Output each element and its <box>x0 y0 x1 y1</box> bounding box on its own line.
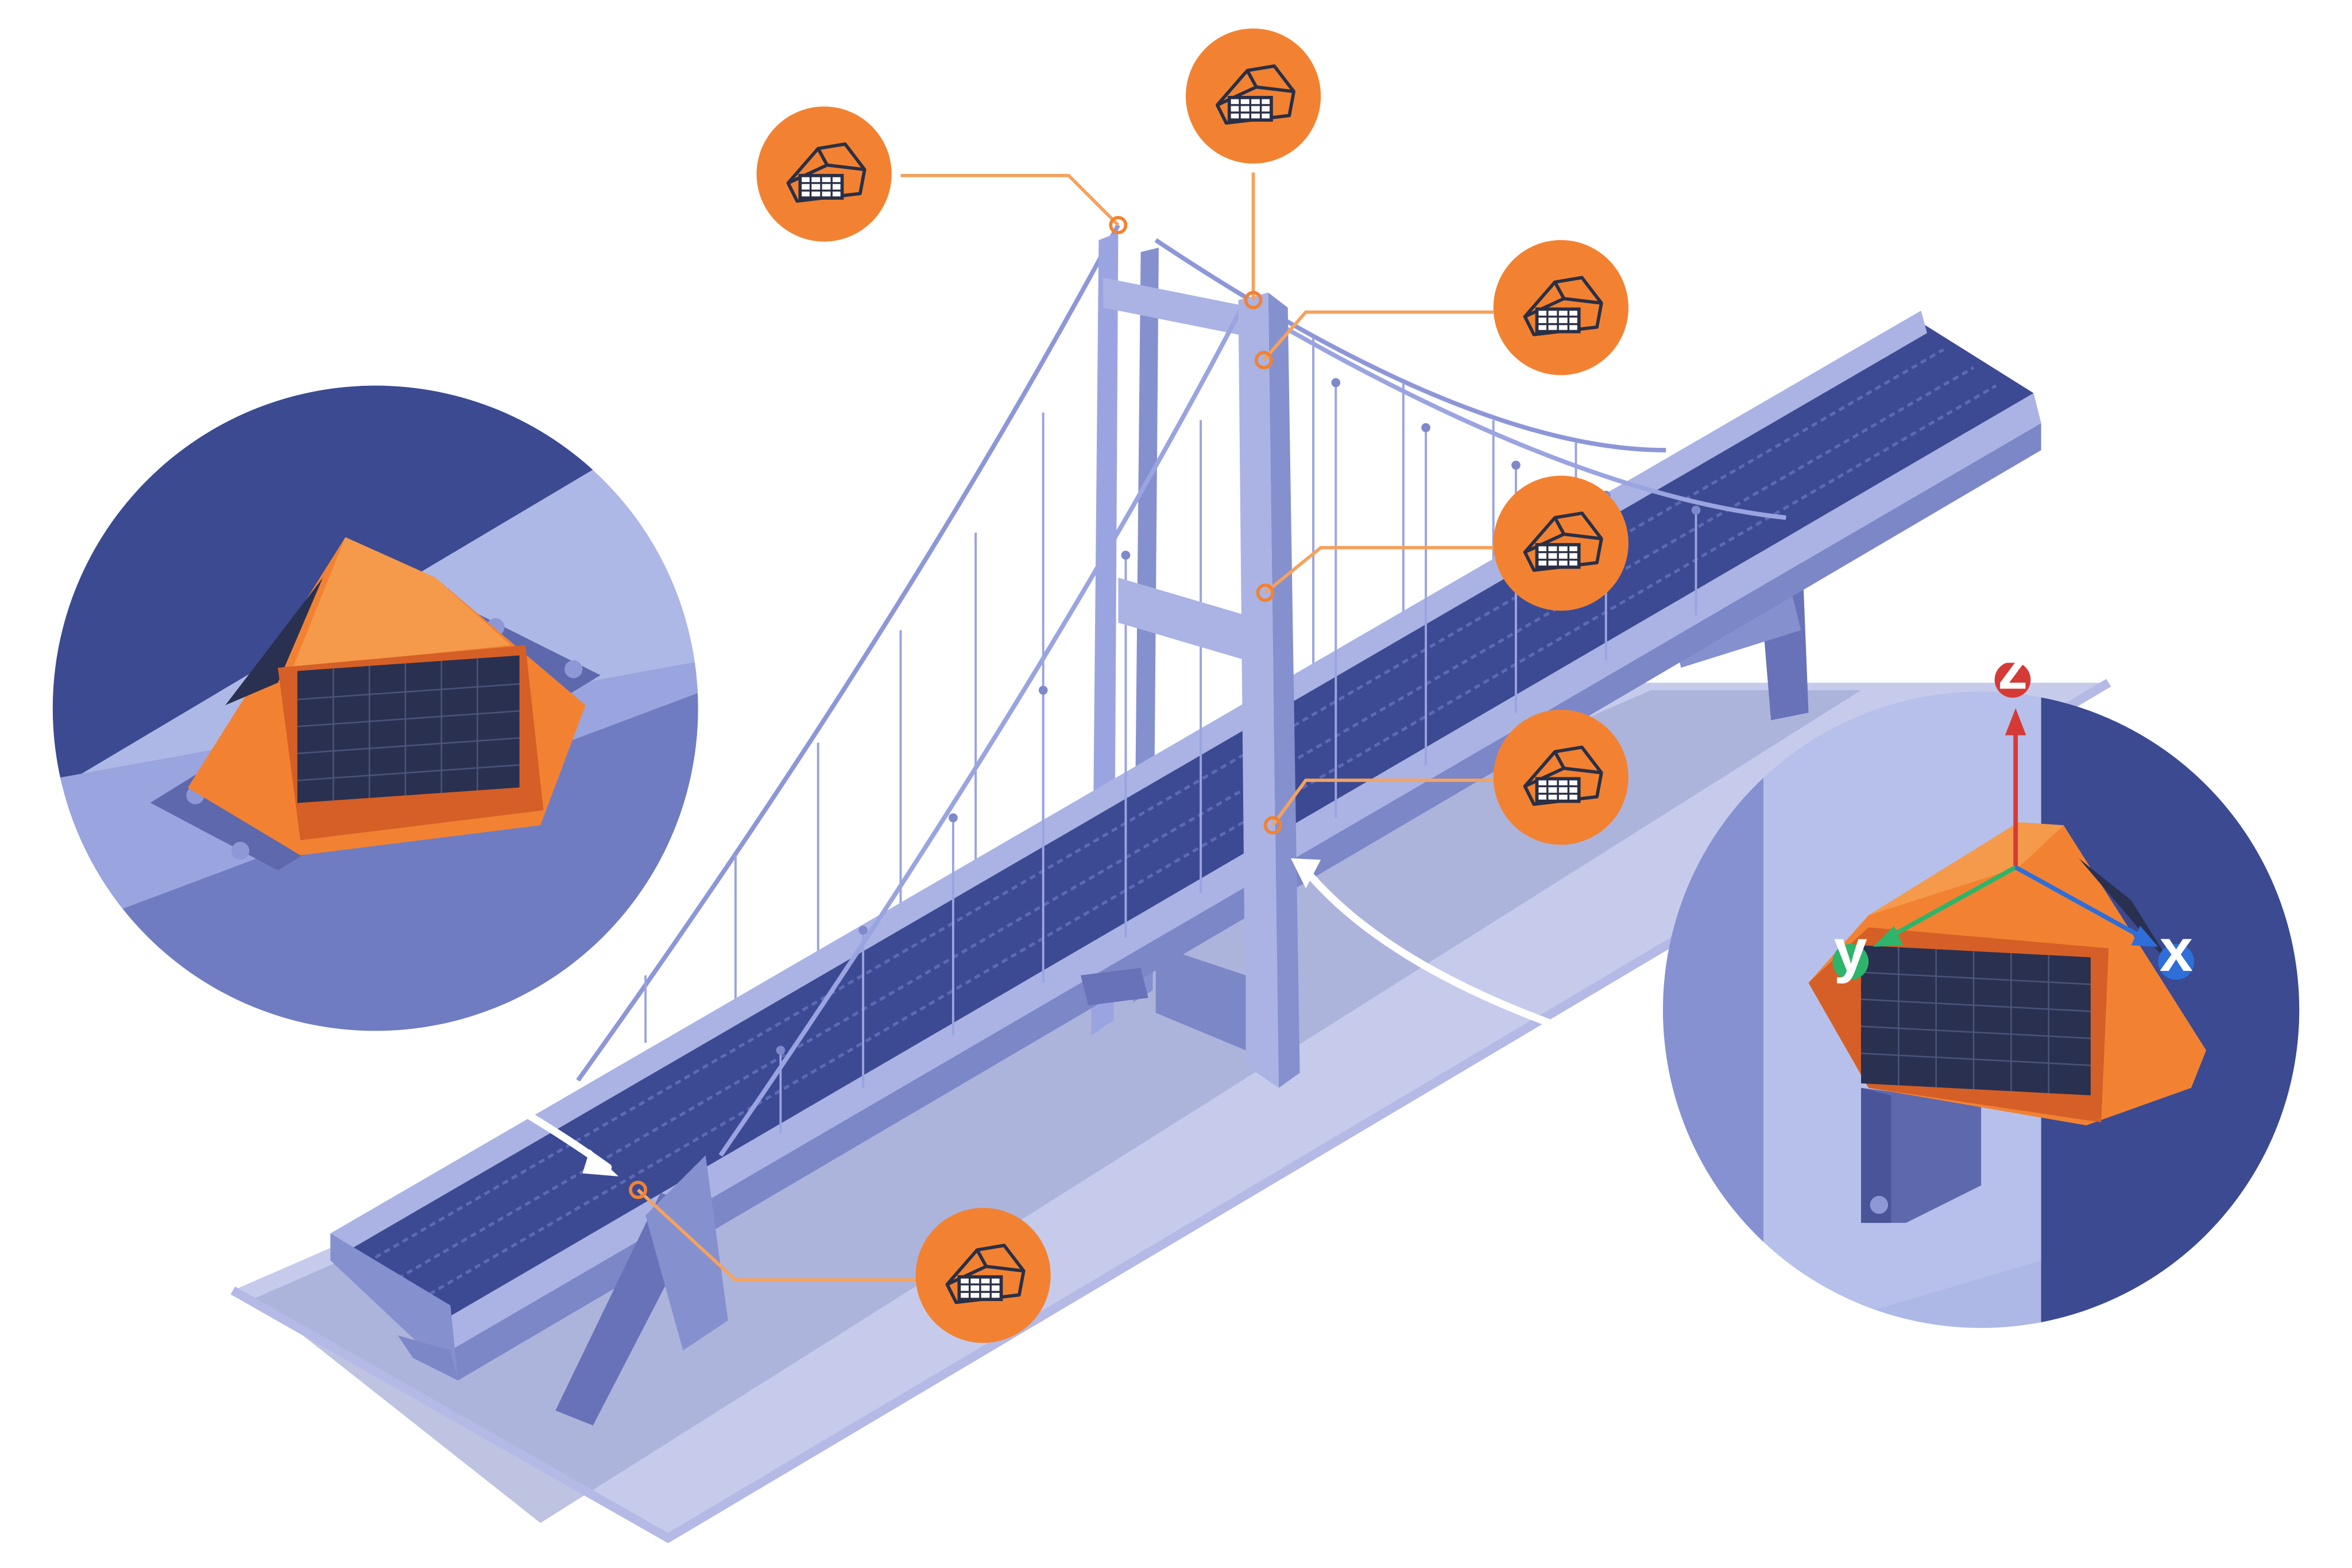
axis-x-label: x <box>2160 917 2193 984</box>
sensor-callout-deck-end <box>915 1207 1051 1343</box>
axis-y-label: y <box>1834 917 1867 984</box>
front-cable <box>718 299 1786 1157</box>
deck-lane-lines <box>374 348 1997 1301</box>
pier-near-base <box>397 1335 458 1381</box>
sensor-markers <box>629 216 1282 1199</box>
sensor-callout-tower-lower <box>1493 710 1628 845</box>
cable-clamps <box>776 378 1701 1055</box>
zoom-view-tower-mount: z y x <box>1663 635 2300 1328</box>
axis-z-badge: z <box>1994 635 2031 702</box>
ground-shadow <box>255 690 1862 1523</box>
axis-z-label: z <box>1998 635 2028 702</box>
callout-lines <box>637 172 1494 1282</box>
axis-y-badge: y <box>1832 917 1869 984</box>
tower-front-right-leg <box>1268 292 1300 1088</box>
axis-x-badge: x <box>2158 917 2195 984</box>
pier-near-left-b <box>645 1155 728 1351</box>
tower-back-base <box>1081 967 1148 1005</box>
zoom-view-deck-mount <box>52 385 698 1031</box>
deck-side-near <box>443 393 2041 1351</box>
sensor-callout-tower-mid <box>1493 475 1628 611</box>
sensor-callout-tower-top-left <box>756 106 892 242</box>
tower-back-crossbeam <box>1103 277 1254 338</box>
axis-arrows <box>1873 708 2158 947</box>
ground-edge <box>230 679 2111 1543</box>
sensor-callout-main-cable <box>1493 240 1628 375</box>
zoom-arrow-left <box>521 1109 619 1176</box>
tower-front-base <box>1155 945 1246 1051</box>
tower-front-left-leg <box>1238 292 1279 1088</box>
tower-front-crossbeam <box>1118 578 1246 660</box>
sensor-callout-tower-top-right <box>1185 28 1321 164</box>
